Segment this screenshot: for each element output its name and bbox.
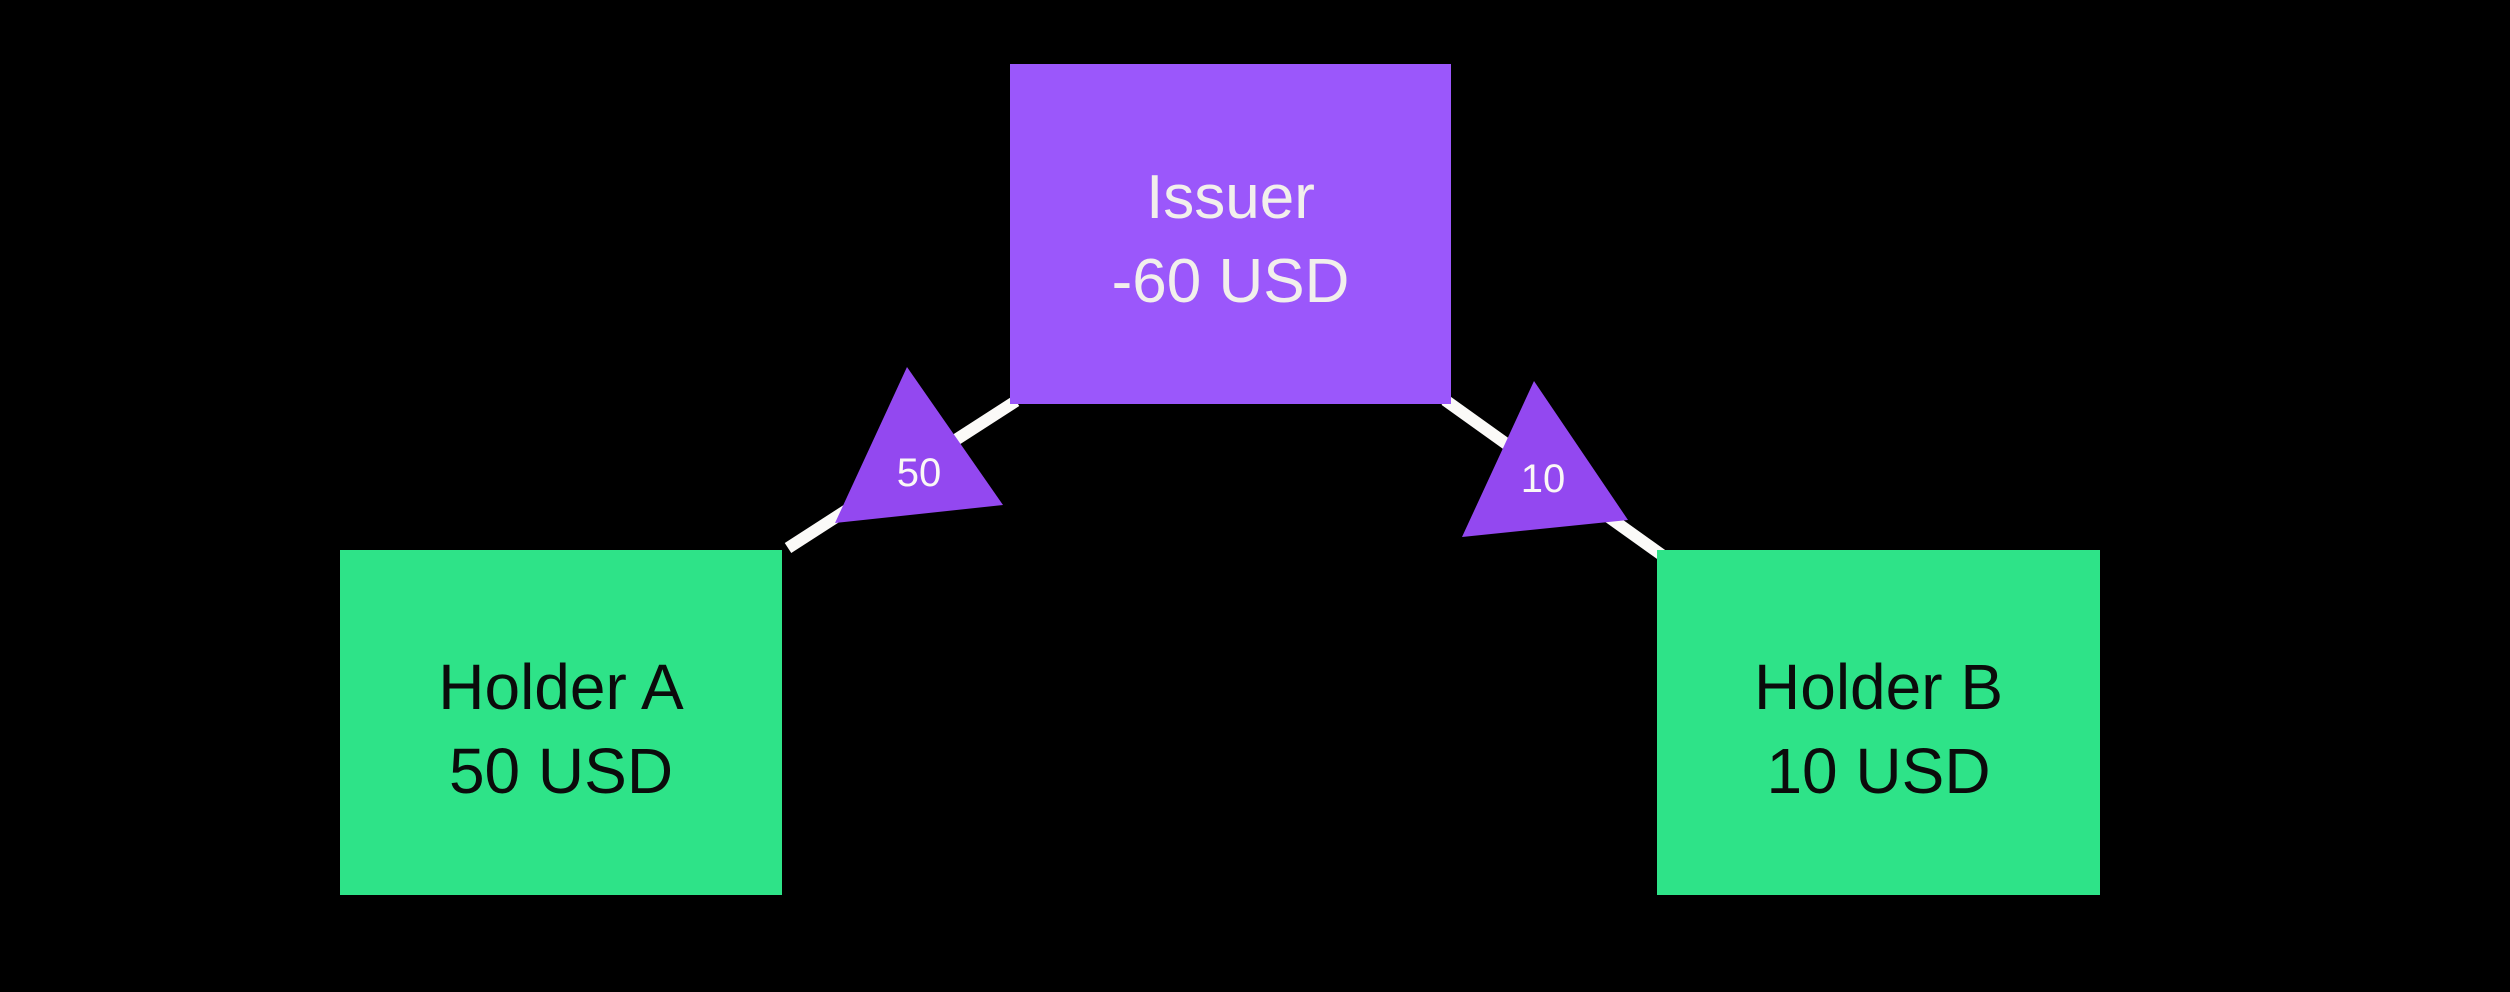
holder-a-node: Holder A 50 USD bbox=[340, 550, 782, 895]
edge-weight-label-a: 50 bbox=[897, 451, 942, 495]
edge-weight-triangle-b bbox=[1462, 381, 1628, 537]
holder-b-node-balance: 10 USD bbox=[1766, 734, 1991, 807]
edge-weight-label-b: 10 bbox=[1521, 457, 1566, 501]
issuer-node-balance: -60 USD bbox=[1111, 247, 1350, 316]
issuer-node: Issuer -60 USD bbox=[1010, 64, 1451, 404]
holder-a-node-balance: 50 USD bbox=[448, 734, 674, 807]
holder-a-node-name: Holder A bbox=[438, 650, 684, 723]
edge-weight-triangle-a bbox=[835, 367, 1003, 523]
issuer-node-name: Issuer bbox=[1146, 163, 1315, 232]
holder-b-node: Holder B 10 USD bbox=[1657, 550, 2100, 895]
holder-b-node-name: Holder B bbox=[1754, 650, 2003, 723]
